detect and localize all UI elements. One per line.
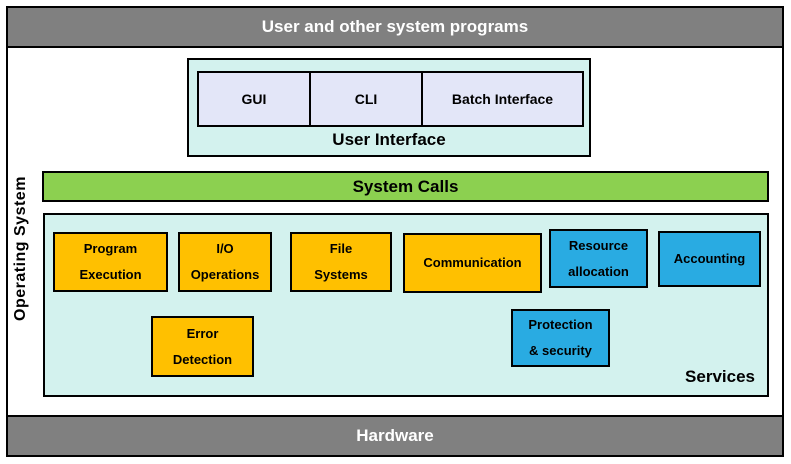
user-interface-container: GUI CLI Batch Interface User Interface: [187, 58, 591, 157]
services-caption: Services: [685, 367, 755, 386]
operating-system-side-label: Operating System: [12, 176, 29, 322]
ui-cell-cli: CLI: [311, 73, 423, 125]
service-box-accounting: Accounting: [658, 231, 761, 287]
service-box-io-operations: I/O Operations: [178, 232, 272, 292]
ui-cell-gui: GUI: [199, 73, 311, 125]
system-calls-bar: System Calls: [42, 171, 769, 202]
service-box-resource-allocation: Resource allocation: [549, 229, 648, 288]
service-box-file-systems: File Systems: [290, 232, 392, 292]
service-box-error-detection: Error Detection: [151, 316, 254, 377]
user-programs-bar: User and other system programs: [6, 6, 784, 48]
service-box-communication: Communication: [403, 233, 542, 293]
service-box-program-execution: Program Execution: [53, 232, 168, 292]
hardware-bar: Hardware: [6, 415, 784, 457]
ui-cell-batch-interface: Batch Interface: [451, 91, 554, 107]
service-box-protection-security: Protection & security: [511, 309, 610, 367]
user-interface-row: GUI CLI Batch Interface: [197, 71, 584, 127]
services-container: Program Execution I/O Operations File Sy…: [43, 213, 769, 397]
user-interface-caption: User Interface: [332, 130, 446, 149]
